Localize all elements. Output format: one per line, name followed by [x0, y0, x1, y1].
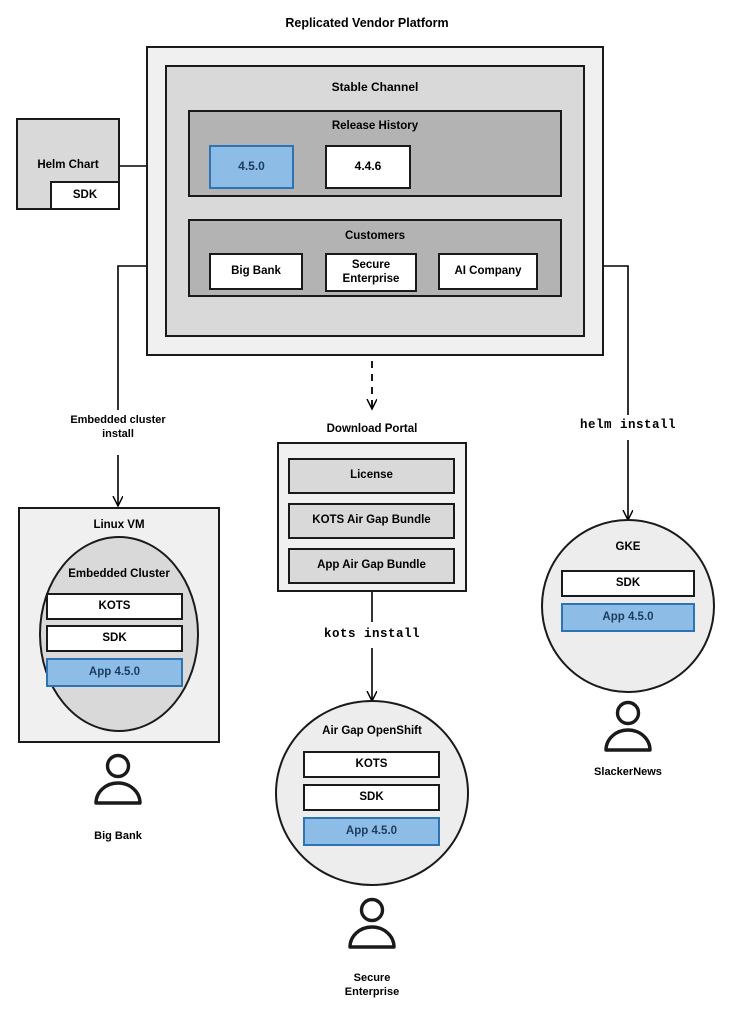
customers-label: Customers	[344, 230, 406, 242]
person-icon-slackernews	[604, 700, 652, 752]
openshift-component-sdk[interactable]: SDK	[303, 784, 440, 811]
helm-chart-label: Helm Chart	[37, 159, 99, 171]
helm-install-label: helm install	[579, 418, 676, 432]
download-portal-label: Download Portal	[326, 423, 418, 435]
customer-chip-ai-company[interactable]: AI Company	[438, 253, 538, 290]
person-icon-secure-enterprise	[348, 897, 396, 949]
gke-label: GKE	[615, 541, 641, 553]
kots-install-label: kots install	[323, 627, 420, 641]
openshift-component-app[interactable]: App 4.5.0	[303, 817, 440, 846]
linux-vm-label: Linux VM	[93, 519, 145, 531]
download-portal-artifact-app-air-gap-bundle[interactable]: App Air Gap Bundle	[288, 548, 455, 584]
air-gap-openshift-label: Air Gap OpenShift	[322, 725, 422, 737]
linux-vm-component-app[interactable]: App 4.5.0	[46, 658, 183, 687]
release-chip-4-4-6[interactable]: 4.4.6	[325, 145, 411, 189]
release-history-label: Release History	[331, 120, 419, 132]
release-chip-4-5-0[interactable]: 4.5.0	[209, 145, 294, 189]
embedded-cluster-label: Embedded Cluster	[68, 568, 170, 580]
download-portal-artifact-kots-air-gap-bundle[interactable]: KOTS Air Gap Bundle	[288, 503, 455, 539]
customer-chip-secure-enterprise[interactable]: Secure Enterprise	[325, 253, 417, 292]
gke-component-sdk[interactable]: SDK	[561, 570, 695, 597]
linux-vm-component-kots[interactable]: KOTS	[46, 593, 183, 620]
person-icon-big-bank	[94, 753, 142, 805]
page-title: Replicated Vendor Platform	[285, 16, 449, 30]
openshift-component-kots[interactable]: KOTS	[303, 751, 440, 778]
download-portal-artifact-license[interactable]: License	[288, 458, 455, 494]
customer-caption-secure-enterprise: Secure Enterprise	[344, 972, 400, 998]
customer-caption-slackernews: SlackerNews	[594, 766, 662, 778]
embedded-cluster-install-label: Embedded cluster install	[70, 414, 166, 440]
stable-channel-label: Stable Channel	[331, 80, 419, 94]
gke-component-app[interactable]: App 4.5.0	[561, 603, 695, 632]
customer-caption-big-bank: Big Bank	[94, 830, 142, 842]
helm-chart-sdk-box[interactable]: SDK	[50, 181, 120, 210]
customer-chip-big-bank[interactable]: Big Bank	[209, 253, 303, 290]
linux-vm-component-sdk[interactable]: SDK	[46, 625, 183, 652]
